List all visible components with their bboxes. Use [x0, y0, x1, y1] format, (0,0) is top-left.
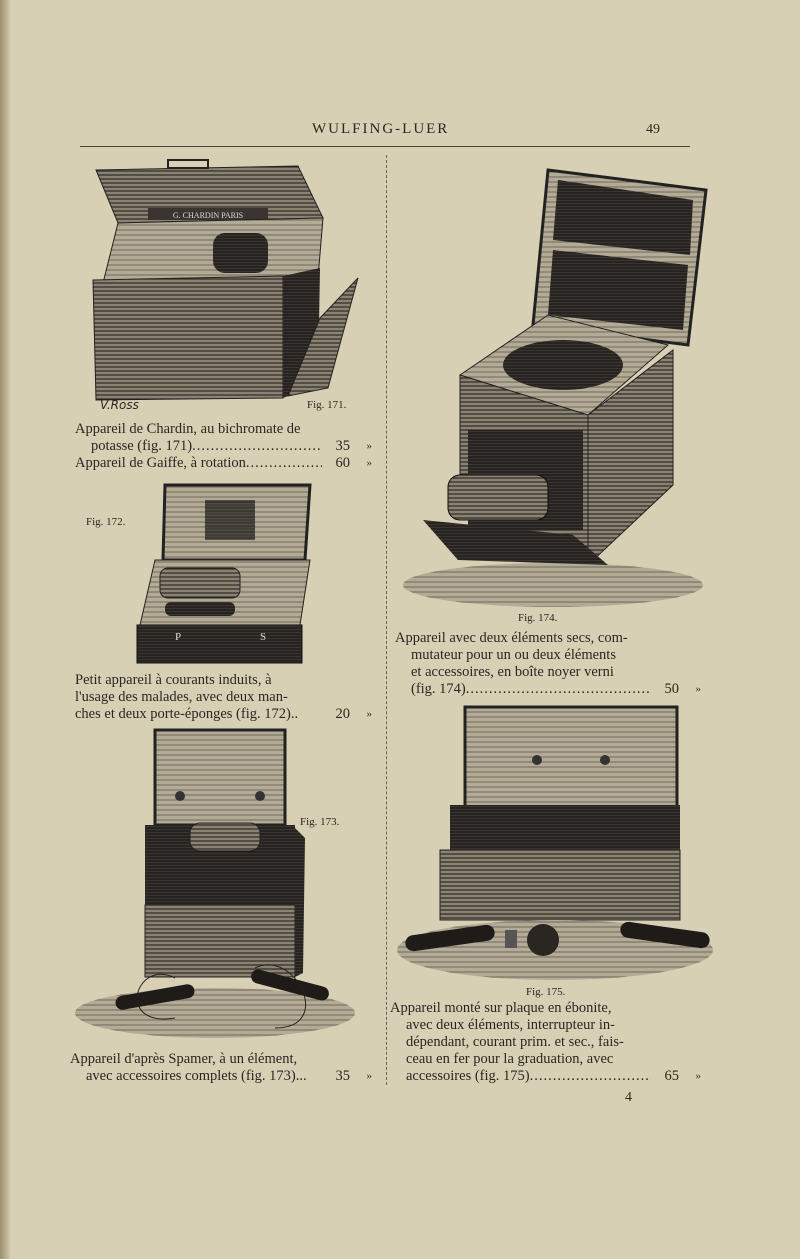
- item-chardin: Appareil de Chardin, au bichromate de po…: [75, 421, 372, 455]
- figure-175-ebonite-apparatus: [395, 705, 717, 990]
- item-unit: »: [366, 1070, 373, 1082]
- item-text: (fig. 174): [411, 681, 466, 697]
- item-text: et accessoires, en boîte noyer verni: [411, 664, 614, 680]
- item-text: potasse (fig. 171): [91, 438, 193, 454]
- item-dry-cells: Appareil avec deux éléments secs, com- m…: [395, 630, 701, 698]
- item-unit: »: [366, 708, 373, 720]
- item-unit: »: [366, 457, 373, 469]
- item-text: Appareil avec deux éléments secs, com-: [395, 630, 628, 646]
- item-ebonite: Appareil monté sur plaque en ébonite, av…: [390, 1000, 701, 1085]
- item-text: avec deux éléments, interrupteur in-: [406, 1017, 615, 1033]
- figure-174-dry-cell-apparatus: [398, 165, 708, 612]
- item-price: 35: [335, 438, 351, 454]
- item-unit: »: [695, 683, 702, 695]
- running-header: WULFING-LUER: [312, 121, 450, 137]
- item-text: ches et deux porte-éponges (fig. 172)..: [75, 706, 299, 722]
- page-number: 49: [646, 122, 660, 137]
- engraver-signature: V.Ross: [100, 398, 139, 412]
- item-price: 60: [335, 455, 351, 471]
- figure-caption: Fig. 172.: [86, 516, 126, 528]
- figure-173-spamer-apparatus: [75, 728, 360, 1048]
- figure-171-chardin-apparatus: G. CHARDIN PARIS: [88, 158, 368, 408]
- item-unit: »: [695, 1070, 702, 1082]
- svg-text:P: P: [175, 631, 181, 643]
- item-price: 50: [664, 681, 680, 697]
- item-text: Appareil d'après Spamer, à un élément,: [70, 1051, 298, 1067]
- item-text: Appareil de Chardin, au bichromate de: [75, 421, 301, 437]
- svg-text:S: S: [260, 631, 266, 643]
- figure-caption: Fig. 175.: [526, 986, 566, 998]
- figure-caption: Fig. 173.: [300, 816, 340, 828]
- figure-caption: Fig. 174.: [518, 612, 558, 624]
- item-price: 65: [664, 1068, 680, 1084]
- item-text: l'usage des malades, avec deux man-: [75, 689, 288, 705]
- item-text: mutateur pour un ou deux éléments: [411, 647, 616, 663]
- plate-text: G. CHARDIN PARIS: [173, 211, 243, 220]
- item-spamer: Appareil d'après Spamer, à un élément, a…: [70, 1051, 372, 1085]
- item-text: Appareil monté sur plaque en ébonite,: [390, 1000, 612, 1016]
- item-petit-appareil: Petit appareil à courants induits, à l'u…: [75, 672, 372, 723]
- item-text: dépendant, courant prim. et sec., fais-: [406, 1034, 624, 1050]
- item-text: ceau en fer pour la graduation, avec: [406, 1051, 614, 1067]
- item-gaiffe: Appareil de Gaiffe, à rotation 60 »: [75, 455, 372, 472]
- item-price: 20: [335, 706, 351, 722]
- item-text: Petit appareil à courants induits, à: [75, 672, 272, 688]
- column-divider: [386, 155, 387, 1085]
- item-text: accessoires (fig. 175): [406, 1068, 530, 1084]
- item-price: 35: [335, 1068, 351, 1084]
- figure-caption: Fig. 171.: [307, 399, 347, 411]
- signature-mark: 4: [625, 1090, 632, 1105]
- header-rule: [80, 146, 690, 147]
- item-text: Appareil de Gaiffe, à rotation: [75, 455, 246, 471]
- item-unit: »: [366, 440, 373, 452]
- page-binding-edge: [0, 0, 10, 1259]
- item-text: avec accessoires complets (fig. 173)...: [86, 1068, 307, 1084]
